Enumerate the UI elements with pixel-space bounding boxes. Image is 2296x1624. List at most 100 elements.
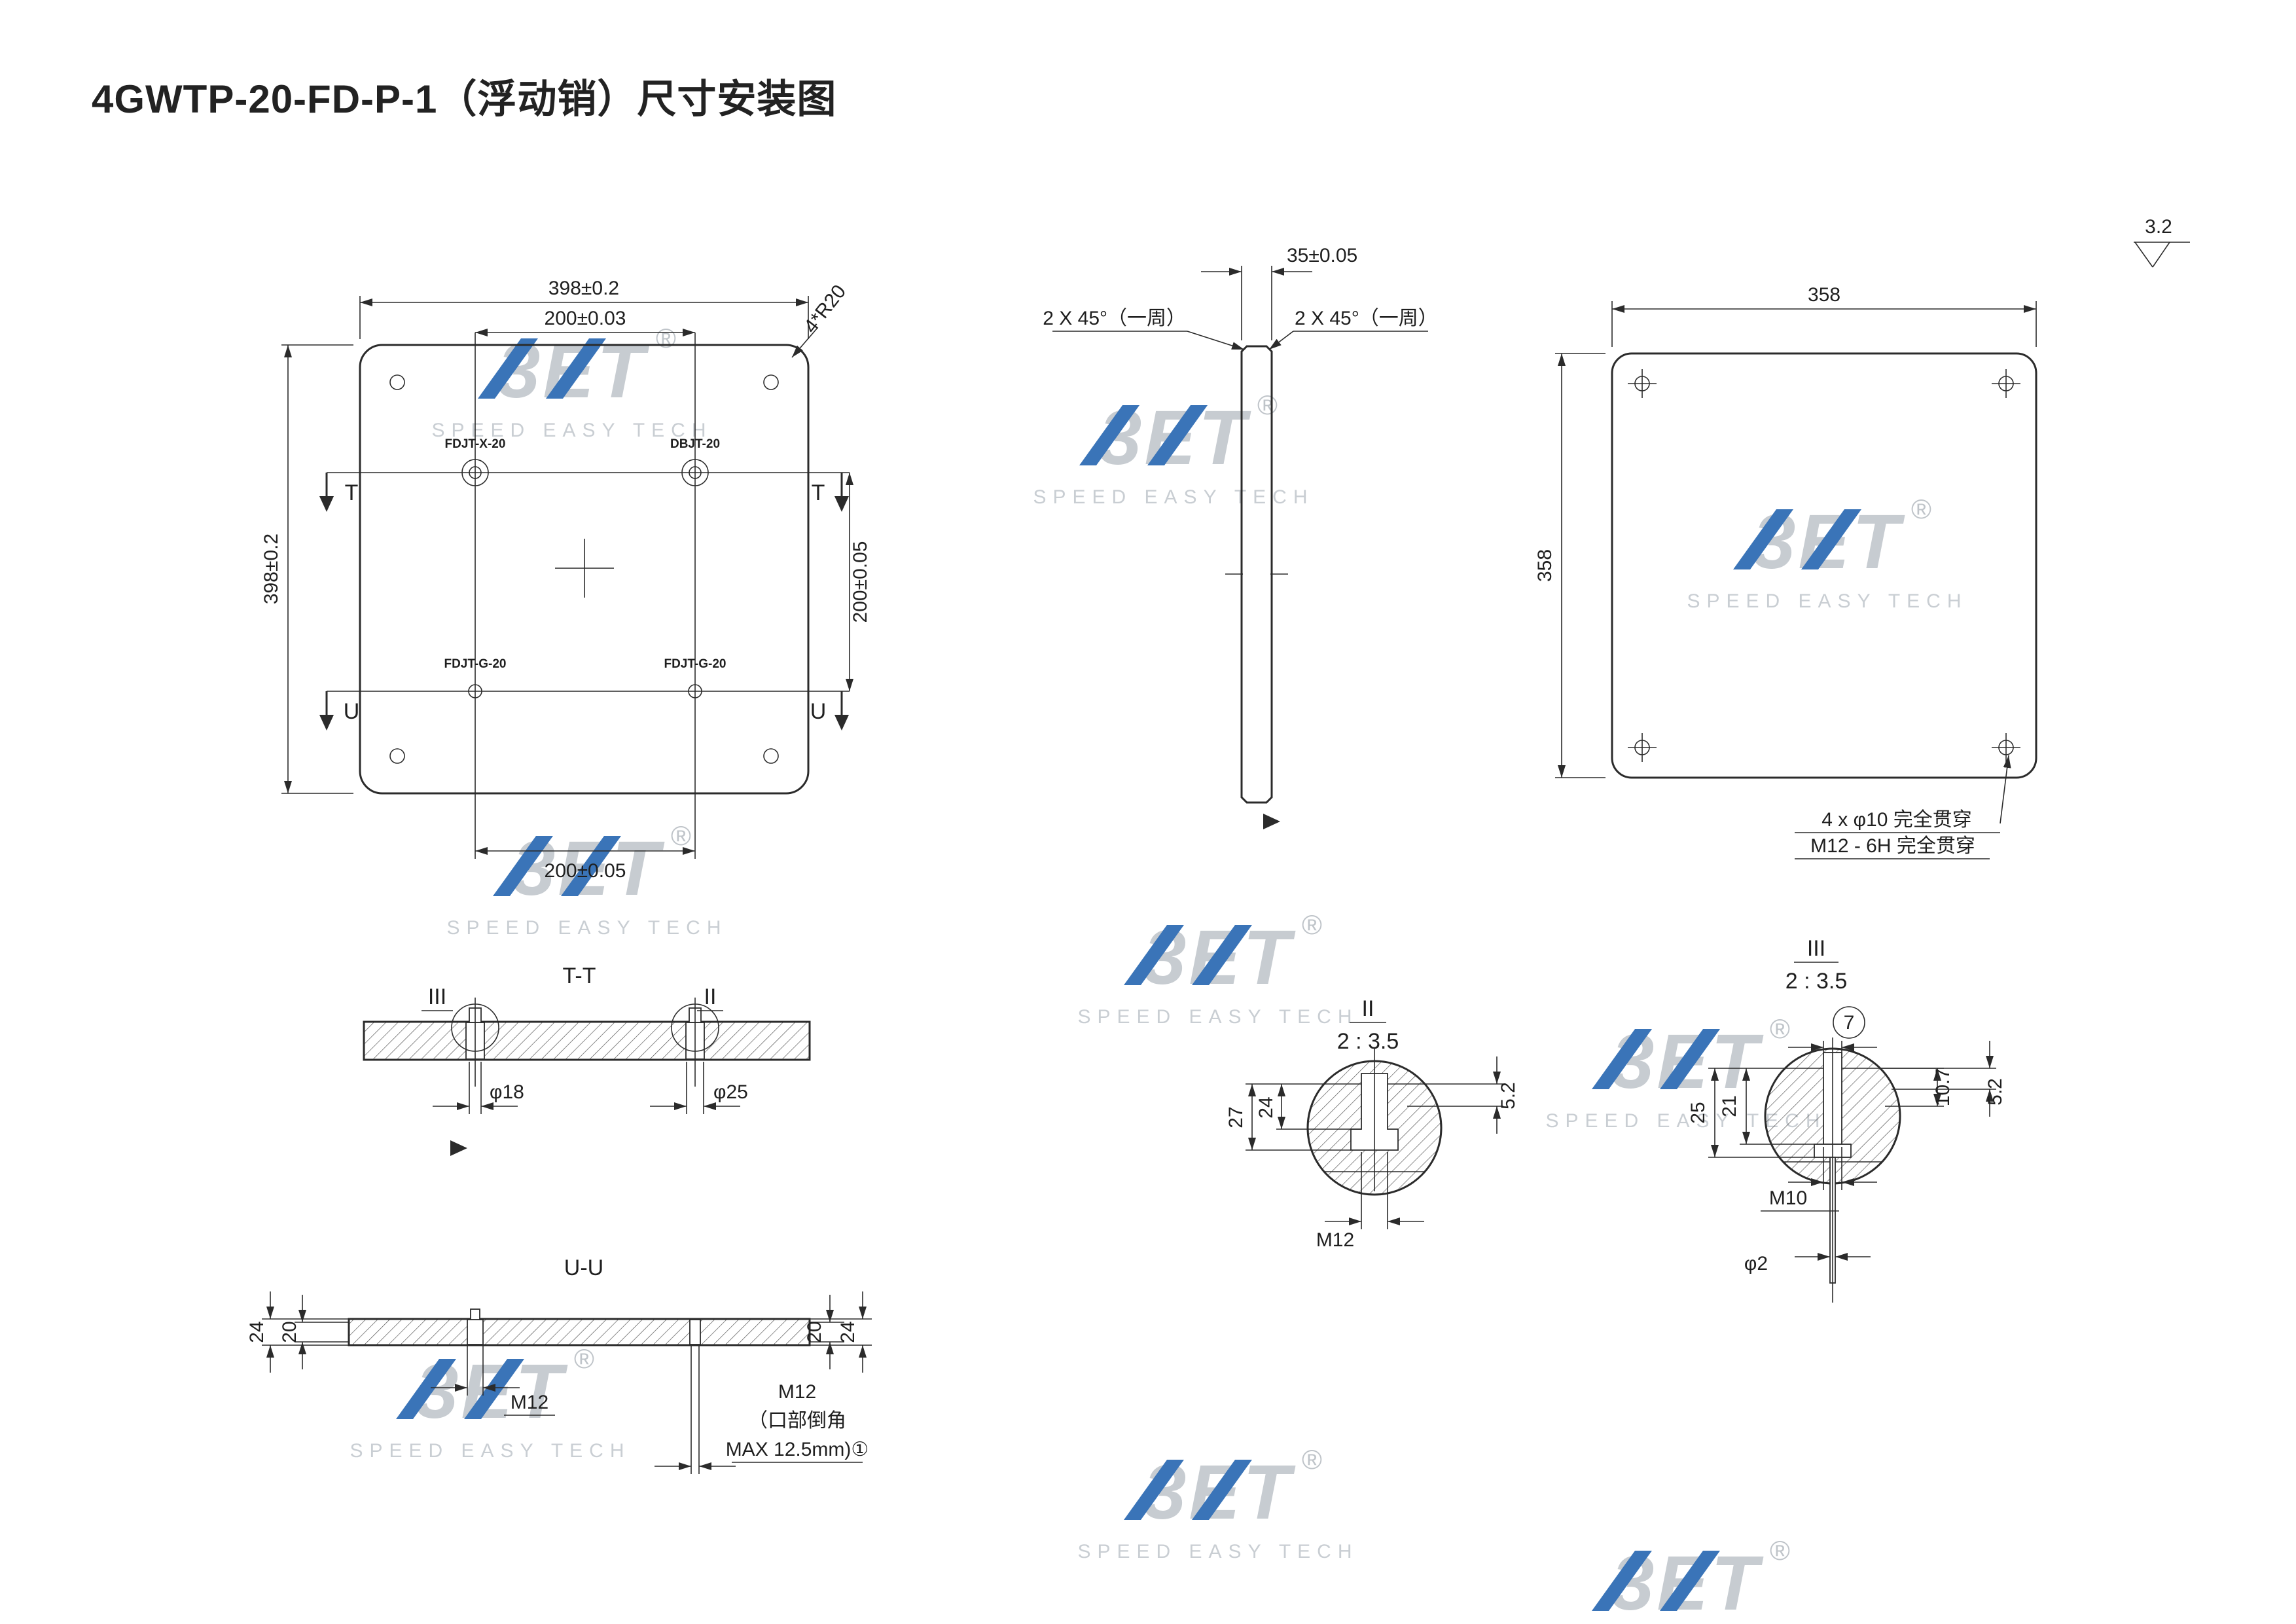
registered-mark: ® <box>1770 1013 1790 1044</box>
watermark-slash-icon <box>1592 1029 1652 1089</box>
watermark-slash-icon <box>1592 1551 1652 1611</box>
side-view: 35±0.05 2 X 45°（一周） 2 X 45°（一周） <box>1043 245 1438 829</box>
dim-20-right: 20 <box>804 1321 825 1343</box>
dim-m12: M12 <box>511 1392 548 1413</box>
pin-dbjt-20 <box>681 459 709 486</box>
watermark: 3ET ® SPEED EASY TECH <box>1078 1444 1359 1562</box>
dim-back-width: 358 <box>1808 284 1840 306</box>
registered-mark: ® <box>656 323 676 353</box>
registered-mark: ® <box>1911 494 1931 524</box>
surface-finish-value: 3.2 <box>2145 216 2172 238</box>
watermark-slash-icon <box>1660 1551 1720 1611</box>
watermark-slash-icon <box>1192 1460 1252 1520</box>
watermark-slash-icon <box>396 1359 456 1419</box>
watermark: 3ET ® SPEED EASY TECH <box>350 1343 631 1462</box>
watermark-slash-icon <box>546 338 606 399</box>
dim-24-right: 24 <box>837 1321 859 1343</box>
section-bar <box>348 1318 811 1346</box>
section-tt-view: T-T III II φ18 φ25 <box>363 964 811 1156</box>
pin-label: FDJT-X-20 <box>445 437 506 451</box>
note-m12-line1: M12 <box>778 1381 816 1403</box>
pin-label: DBJT-20 <box>670 437 720 451</box>
watermark-tagline: SPEED EASY TECH <box>432 420 713 441</box>
section-arrow-icon <box>319 715 334 731</box>
dim-d18: φ18 <box>490 1081 524 1103</box>
dim-5-2: 5.2 <box>1498 1082 1519 1110</box>
section-uu-label: U-U <box>564 1255 603 1280</box>
pin-label: FDJT-G-20 <box>664 657 726 671</box>
watermark-slash-icon <box>1801 509 1861 569</box>
pin-label: FDJT-G-20 <box>444 657 506 671</box>
section-tt-label: T-T <box>563 964 596 988</box>
dim-24-left: 24 <box>246 1321 268 1343</box>
front-view: FDJT-X-20 DBJT-20 FDJT-G-20 FDJT-G-20 39… <box>260 278 871 882</box>
detail-circle-iii <box>451 1003 499 1052</box>
detail-mark-ii: II <box>704 984 717 1009</box>
dim-thickness: 35±0.05 <box>1287 245 1357 266</box>
detail-ii-label: II <box>1362 996 1374 1021</box>
plate-outline <box>359 344 810 795</box>
watermark: 3ET ® SPEED EASY TECH <box>1687 494 1962 612</box>
dim-10-7: 10.7 <box>1932 1068 1954 1106</box>
chamfer-note-left: 2 X 45°（一周） <box>1043 308 1186 329</box>
dim-d25: φ25 <box>713 1081 748 1103</box>
dim-27: 27 <box>1225 1106 1247 1128</box>
detail-circle-ii <box>671 1003 719 1052</box>
watermark-tagline: SPEED EASY TECH <box>447 917 728 939</box>
dim-25: 25 <box>1687 1102 1709 1123</box>
section-letter-u: U <box>344 699 360 724</box>
watermark: 3ET ® SPEED EASY TECH <box>1592 1535 1790 1624</box>
detail-mark-iii: III <box>428 984 446 1009</box>
ref-dim-circle <box>1833 1006 1865 1039</box>
section-letter-t: T <box>345 480 359 505</box>
hole-note-line2: M12 - 6H 完全贯穿 <box>1810 835 1975 857</box>
dim-back-height: 358 <box>1534 549 1556 582</box>
watermark-slash-icon <box>1660 1029 1720 1089</box>
dim-height-left: 398±0.2 <box>260 533 282 604</box>
watermark-slash-icon <box>1192 925 1252 985</box>
detail-ii-view: II 2 : 3.5 27 24 5.2 M12 <box>1225 996 1519 1251</box>
watermark-tagline: SPEED EASY TECH <box>1078 1006 1359 1028</box>
section-uu-view: U-U 24 20 20 24 M12 <box>246 1255 872 1474</box>
detail-iii-label: III <box>1807 936 1825 961</box>
watermark-tagline: SPEED EASY TECH <box>350 1440 631 1462</box>
back-view: 358 358 4 x φ10 完全贯穿 M12 - 6H 完全贯穿 <box>1534 284 2037 859</box>
watermark-slash-icon <box>1079 405 1139 465</box>
pin-fdjt-g-20 <box>468 684 482 698</box>
watermark-tagline: SPEED EASY TECH <box>1033 486 1314 508</box>
registered-mark: ® <box>1302 1444 1322 1475</box>
dim-20-left: 20 <box>279 1321 300 1343</box>
dim-corner-radius: 4*R20 <box>800 281 850 337</box>
section-bar <box>363 1020 811 1061</box>
dim-m12: M12 <box>1316 1229 1354 1251</box>
watermark-slash-icon <box>1124 925 1184 985</box>
note-m12-line2: （口部倒角 <box>748 1410 846 1432</box>
datum-arrow-icon <box>1263 814 1280 829</box>
chamfer-note-right: 2 X 45°（一周） <box>1295 308 1438 329</box>
dim-21: 21 <box>1719 1095 1740 1117</box>
dim-pin-spacing-top: 200±0.03 <box>545 308 626 329</box>
pin-fdjt-g-20 <box>688 684 702 698</box>
detail-iii-scale: 2 : 3.5 <box>1785 969 1848 994</box>
pin-fdjt-x-20 <box>461 459 489 486</box>
datum-arrow-icon <box>450 1140 467 1156</box>
registered-mark: ® <box>574 1343 594 1374</box>
plate-side-outline <box>1240 345 1273 804</box>
section-arrow-icon <box>834 715 849 731</box>
watermark-slash-icon <box>1124 1460 1184 1520</box>
section-letter-u: U <box>810 699 827 724</box>
section-letter-t: T <box>812 480 825 505</box>
plate-back-outline <box>1611 352 2037 779</box>
watermark: 3ET ® SPEED EASY TECH <box>447 820 728 939</box>
note-m12-line3: MAX 12.5mm)① <box>726 1439 869 1460</box>
registered-mark: ® <box>671 820 691 851</box>
hole-note-line1: 4 x φ10 完全贯穿 <box>1821 809 1972 831</box>
watermark: 3ET ® SPEED EASY TECH <box>432 323 713 441</box>
watermark: 3ET ® SPEED EASY TECH <box>1078 909 1359 1028</box>
watermark-tagline: SPEED EASY TECH <box>1078 1541 1359 1562</box>
watermark: 3ET ® SPEED EASY TECH <box>1033 389 1314 508</box>
dim-24: 24 <box>1255 1096 1277 1118</box>
registered-mark: ® <box>1257 389 1278 420</box>
dim-width-top: 398±0.2 <box>548 278 619 299</box>
